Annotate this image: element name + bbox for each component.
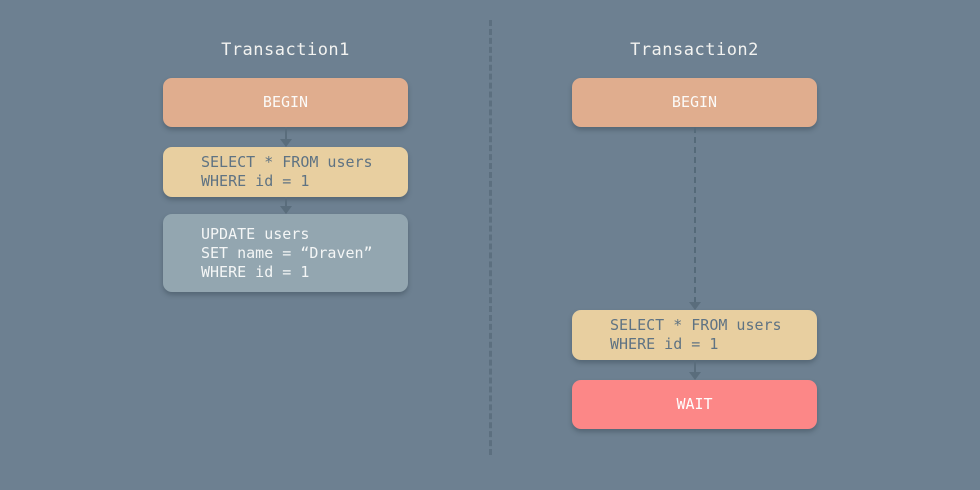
column-divider (489, 20, 492, 455)
arrowhead-icon (280, 206, 292, 214)
arrow-shaft-dashed (694, 127, 696, 303)
arrow-t2-select-to-wait (688, 360, 702, 380)
arrow-t1-begin-to-select (279, 127, 293, 147)
arrow-t1-select-to-update (279, 197, 293, 214)
arrow-shaft (285, 197, 287, 207)
arrow-t2-begin-to-select (688, 127, 702, 310)
node-t2-begin[interactable]: BEGIN (572, 78, 817, 127)
node-t1-begin[interactable]: BEGIN (163, 78, 408, 127)
arrowhead-icon (689, 372, 701, 380)
node-t2-wait[interactable]: WAIT (572, 380, 817, 429)
arrowhead-icon (280, 139, 292, 147)
arrowhead-icon (689, 302, 701, 310)
node-t2-select[interactable]: SELECT * FROM users WHERE id = 1 (572, 310, 817, 360)
node-t1-update[interactable]: UPDATE users SET name = “Draven” WHERE i… (163, 214, 408, 292)
column-title-transaction2: Transaction2 (630, 40, 759, 60)
arrow-shaft (285, 127, 287, 140)
node-t1-select[interactable]: SELECT * FROM users WHERE id = 1 (163, 147, 408, 197)
column-title-transaction1: Transaction1 (221, 40, 350, 60)
arrow-shaft (694, 360, 696, 373)
